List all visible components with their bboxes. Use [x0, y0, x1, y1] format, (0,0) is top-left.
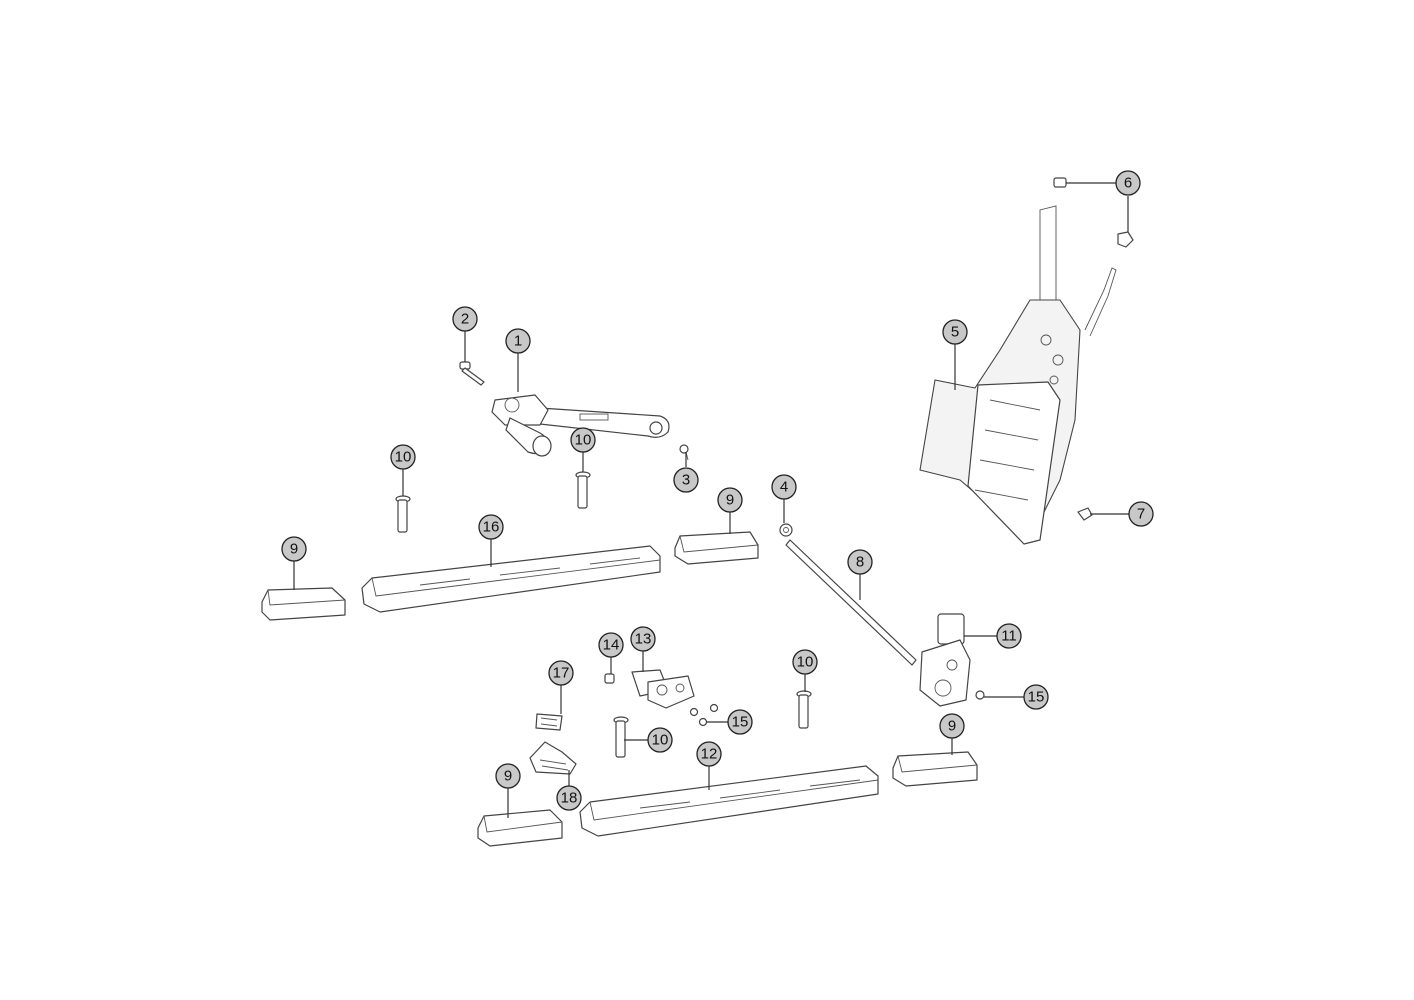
- svg-text:2: 2: [461, 311, 469, 328]
- part-16-rail: [361, 545, 661, 613]
- part-5-seat-frame: [919, 205, 1117, 545]
- part-10-bolt-c: [796, 690, 812, 729]
- svg-text:14: 14: [603, 637, 620, 654]
- callout-15-b: 15: [1023, 684, 1049, 710]
- part-14-fastener: [604, 673, 615, 684]
- callout-7: 7: [1128, 501, 1154, 527]
- svg-text:9: 9: [290, 541, 298, 558]
- svg-text:11: 11: [1001, 628, 1017, 645]
- leader-lines: [293, 182, 1129, 818]
- part-18-switch: [529, 741, 577, 775]
- callout-2: 2: [452, 306, 478, 332]
- callout-12: 12: [696, 741, 722, 767]
- part-9-cap-left: [261, 587, 346, 621]
- svg-text:15: 15: [1028, 689, 1045, 706]
- svg-text:4: 4: [780, 479, 788, 496]
- callout-6: 6: [1115, 170, 1141, 196]
- callout-9-left: 9: [281, 536, 307, 562]
- svg-text:12: 12: [701, 746, 718, 763]
- svg-text:16: 16: [483, 519, 500, 536]
- part-6-clip: [1053, 177, 1134, 248]
- part-9-cap-right: [892, 751, 978, 787]
- callout-10-a: 10: [390, 444, 416, 470]
- callout-13: 13: [630, 626, 656, 652]
- callout-17: 17: [548, 660, 574, 686]
- callout-8: 8: [847, 549, 873, 575]
- part-4-bushing: [779, 523, 793, 537]
- svg-text:7: 7: [1137, 506, 1145, 523]
- part-11-motor: [919, 613, 971, 707]
- svg-text:1: 1: [514, 333, 522, 350]
- callout-9-bottom: 9: [495, 763, 521, 789]
- svg-text:8: 8: [856, 554, 864, 571]
- svg-text:13: 13: [635, 631, 652, 648]
- svg-text:15: 15: [732, 714, 749, 731]
- part-12-rail: [579, 765, 879, 837]
- svg-text:9: 9: [504, 768, 512, 785]
- callout-10-d: 10: [647, 727, 673, 753]
- svg-text:18: 18: [561, 790, 578, 807]
- callout-14: 14: [598, 632, 624, 658]
- svg-text:6: 6: [1124, 175, 1132, 192]
- svg-text:10: 10: [797, 654, 814, 671]
- callout-9-mid: 9: [717, 487, 743, 513]
- svg-text:10: 10: [575, 432, 592, 449]
- svg-text:10: 10: [395, 449, 412, 466]
- svg-text:9: 9: [726, 492, 734, 509]
- svg-text:3: 3: [682, 472, 690, 489]
- part-8-rod: [785, 539, 917, 666]
- callout-15-a: 15: [727, 709, 753, 735]
- callout-5: 5: [942, 319, 968, 345]
- part-17-connector: [535, 713, 563, 731]
- part-13-gear-motor: [631, 669, 695, 709]
- part-15-screw-a: [975, 690, 985, 700]
- callout-10-b: 10: [570, 427, 596, 453]
- callout-18: 18: [556, 785, 582, 811]
- part-10-bolt-a: [395, 495, 411, 533]
- callout-9-right: 9: [939, 713, 965, 739]
- callout-16: 16: [478, 514, 504, 540]
- part-9-cap-bottom: [477, 809, 563, 847]
- part-2-screw: [459, 361, 485, 386]
- part-10-bolt-b: [575, 471, 591, 509]
- callout-3: 3: [673, 467, 699, 493]
- callout-4: 4: [771, 474, 797, 500]
- svg-text:9: 9: [948, 718, 956, 735]
- callout-11: 11: [996, 623, 1022, 649]
- callout-10-c: 10: [792, 649, 818, 675]
- part-10-bolt-d: [613, 716, 629, 758]
- callout-1: 1: [505, 328, 531, 354]
- svg-text:10: 10: [652, 732, 669, 749]
- part-7-pin: [1077, 507, 1093, 521]
- svg-text:17: 17: [553, 665, 570, 682]
- part-1-motor-arm: [491, 394, 670, 457]
- part-9-cap-mid: [674, 531, 759, 565]
- svg-text:5: 5: [951, 324, 959, 341]
- part-3-screw: [679, 444, 689, 461]
